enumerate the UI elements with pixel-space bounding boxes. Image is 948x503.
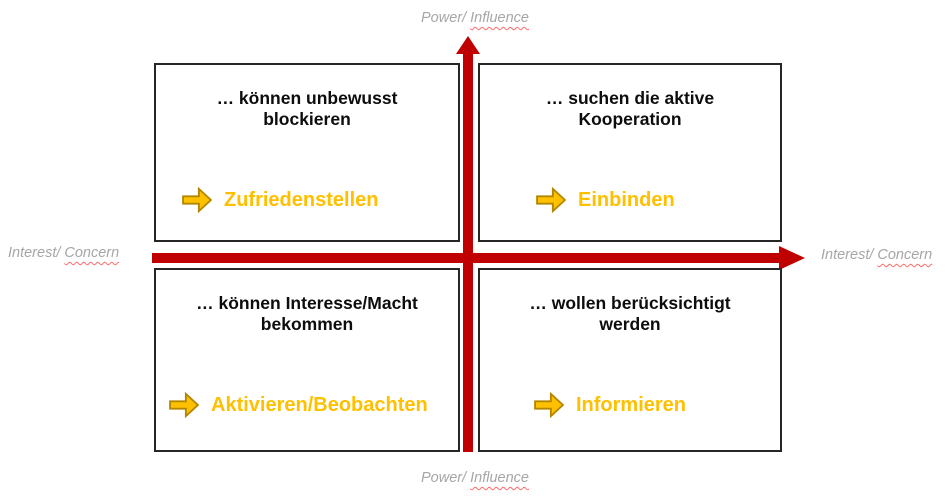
axis-label-prefix: Interest/	[821, 247, 874, 263]
horizontal-axis-line	[152, 253, 780, 263]
quadrant-action-row: Einbinden	[536, 187, 675, 213]
quadrant-description: … wollen berücksichtigt werden	[529, 293, 731, 334]
quadrant-action-label: Aktivieren/Beobachten	[211, 393, 428, 416]
quadrant-action-label: Einbinden	[578, 188, 675, 211]
quadrant-bottom-right: … wollen berücksichtigt werden Informier…	[478, 268, 782, 452]
axis-label-word-spellchecked: Influence	[470, 10, 529, 26]
quadrant-top-right: … suchen die aktive Kooperation Einbinde…	[478, 63, 782, 242]
right-block-arrow-icon	[534, 392, 564, 418]
quadrant-action-row: Aktivieren/Beobachten	[169, 392, 428, 418]
quadrant-top-left: … können unbewusst blockieren Zufriedens…	[154, 63, 460, 242]
quadrant-action-row: Informieren	[534, 392, 686, 418]
quadrant-description: … können Interesse/Macht bekommen	[196, 293, 418, 334]
axis-label-power-bottom: Power/Influence	[330, 470, 620, 486]
axis-label-prefix: Power/	[421, 10, 467, 26]
quadrant-action-row: Zufriedenstellen	[182, 187, 378, 213]
axis-label-prefix: Power/	[421, 470, 467, 486]
right-block-arrow-icon	[169, 392, 199, 418]
axis-label-power-top: Power/Influence	[330, 10, 620, 26]
right-block-arrow-icon	[536, 187, 566, 213]
quadrant-bottom-left: … können Interesse/Macht bekommen Aktivi…	[154, 268, 460, 452]
quadrant-description: … suchen die aktive Kooperation	[545, 88, 715, 129]
axis-label-word-spellchecked: Concern	[877, 247, 933, 263]
axis-label-prefix: Interest/	[8, 245, 61, 261]
quadrant-description: … können unbewusst blockieren	[216, 88, 398, 129]
axis-label-interest-left: Interest/Concern	[8, 245, 119, 261]
right-block-arrow-icon	[182, 187, 212, 213]
axis-label-word-spellchecked: Influence	[470, 470, 529, 486]
right-arrowhead-icon	[779, 246, 805, 270]
up-arrowhead-icon	[456, 36, 480, 54]
vertical-axis-line	[463, 52, 473, 452]
quadrant-action-label: Informieren	[576, 393, 687, 416]
axis-label-interest-right: Interest/Concern	[821, 247, 932, 263]
quadrant-action-label: Zufriedenstellen	[224, 188, 379, 211]
axis-label-word-spellchecked: Concern	[64, 245, 120, 261]
